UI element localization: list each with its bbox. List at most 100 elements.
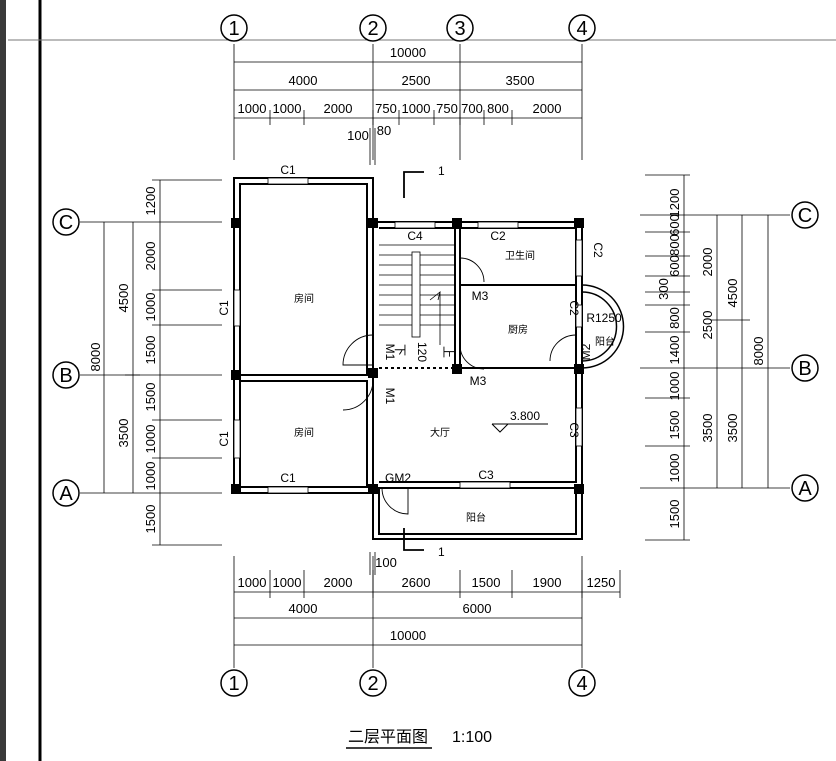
dim-top-seg2: 2500: [402, 73, 431, 88]
dim-bottom-seg1: 4000: [289, 601, 318, 616]
axis-bubble-b-right: B: [791, 354, 819, 382]
axis-label: 1: [228, 673, 239, 695]
dim-right-d2: 600: [667, 214, 682, 236]
dim-bottom-d2: 1000: [273, 575, 302, 590]
tag-c1-west-lower: C1: [217, 431, 231, 447]
windows: [233, 177, 583, 494]
tag-c1-west-upper: C1: [217, 300, 231, 316]
axis-label: 3: [454, 18, 465, 40]
scan-left-edge: [0, 0, 6, 761]
dim-top-d2: 1000: [273, 101, 302, 116]
dim-right-total: 8000: [751, 337, 766, 366]
dim-right-d8: 1000: [667, 372, 682, 401]
dim-top-seg3: 3500: [506, 73, 535, 88]
axis-bubble-c-right: C: [791, 201, 819, 229]
axis-label: C: [798, 205, 812, 227]
dimension-chain-right: [645, 174, 769, 541]
tag-c3-south: C3: [478, 468, 494, 482]
dim-top-d3: 2000: [324, 101, 353, 116]
dim-left-d6: 1000: [143, 425, 158, 454]
dim-left-total: 8000: [88, 343, 103, 372]
dim-top-total: 10000: [390, 45, 426, 60]
dim-bottom-d1: 1000: [238, 575, 267, 590]
dimension-chain-top: [234, 61, 582, 165]
stair-up-label: 上: [441, 346, 455, 358]
dim-top-wall-b: 80: [377, 123, 391, 138]
dim-right-d10: 1000: [667, 454, 682, 483]
dim-right-m3: 3500: [700, 414, 715, 443]
tag-m3-upper: M3: [472, 289, 489, 303]
tag-c4: C4: [407, 229, 423, 243]
dim-right-m1: 2000: [700, 248, 715, 277]
tag-c1-north: C1: [280, 163, 296, 177]
axis-bubble-a-left: A: [52, 479, 80, 507]
tag-m1-lower: M1: [383, 388, 397, 405]
dim-top-seg1: 4000: [289, 73, 318, 88]
dim-right-d11: 1500: [667, 500, 682, 529]
bay-balcony-arc: [581, 284, 625, 369]
dim-right-d4: 600: [667, 255, 682, 277]
axis-bubble-4-top: 4: [568, 14, 596, 42]
room-balcony: 阳台: [466, 511, 486, 524]
stair-width-label: 120: [415, 342, 429, 362]
axis-label: B: [59, 365, 72, 387]
dim-bottom-total: 10000: [390, 628, 426, 643]
axis-label: A: [798, 478, 812, 500]
axis-bubble-2-bottom: 2: [359, 669, 387, 697]
dim-top-d9: 2000: [533, 101, 562, 116]
tag-c2-east: C2: [591, 242, 605, 258]
dim-top-d1: 1000: [238, 101, 267, 116]
tag-arc-radius: R1250: [586, 311, 622, 325]
axis-grid-lines: [80, 44, 790, 668]
section-mark-top: 1: [438, 164, 445, 178]
doors: [342, 257, 577, 515]
drawing-scale: 1:100: [452, 729, 492, 746]
section-mark: [403, 171, 424, 551]
section-mark-bottom: 1: [438, 545, 445, 559]
tag-m3-lower: M3: [470, 374, 487, 388]
tag-gm2: GM2: [385, 471, 411, 485]
tag-c2-north: C2: [490, 229, 506, 243]
staircase: [379, 244, 455, 345]
dim-bottom-d4: 2600: [402, 575, 431, 590]
dim-right-d3: 800: [667, 234, 682, 256]
tag-c1-south: C1: [280, 471, 296, 485]
dim-right-s1: 4500: [725, 279, 740, 308]
axis-bubble-1-bottom: 1: [220, 669, 248, 697]
dim-right-m2: 2500: [700, 311, 715, 340]
dim-left-d3: 1000: [143, 293, 158, 322]
axis-label: 4: [576, 18, 587, 40]
tag-m1-upper: M1: [383, 344, 397, 361]
axis-bubble-4-bottom: 4: [568, 669, 596, 697]
axis-bubble-a-right: A: [791, 474, 819, 502]
axis-label: C: [59, 212, 73, 234]
axis-label: 2: [367, 18, 378, 40]
axis-bubble-3-top: 3: [446, 14, 474, 42]
dim-bottom-seg2: 6000: [463, 601, 492, 616]
dim-right-d6: 800: [667, 307, 682, 329]
room-bedroom-north: 房间: [294, 292, 314, 305]
dim-left-d7: 1000: [143, 462, 158, 491]
dim-bottom-d6: 1900: [533, 575, 562, 590]
tag-c2-kitchen: C2: [567, 300, 581, 316]
dim-left-d8: 1500: [143, 505, 158, 534]
dim-right-d7: 1400: [667, 336, 682, 365]
tag-m2: M2: [579, 343, 593, 360]
dim-right-d5: 300: [656, 278, 671, 300]
axis-bubble-1-top: 1: [220, 14, 248, 42]
dim-top-d7: 700: [461, 101, 483, 116]
dim-bottom-d5: 1500: [472, 575, 501, 590]
dim-top-d8: 800: [487, 101, 509, 116]
dim-left-seg1: 4500: [116, 284, 131, 313]
axis-bubble-c-left: C: [52, 208, 80, 236]
dim-left-d5: 1500: [143, 383, 158, 412]
elevation-value: 3.800: [510, 409, 540, 423]
axis-label: B: [798, 358, 811, 380]
dim-left-d2: 2000: [143, 242, 158, 271]
room-living: 大厅: [430, 426, 450, 439]
dim-left-d4: 1500: [143, 336, 158, 365]
axis-label: 2: [367, 673, 378, 695]
dim-top-wall-a: 100: [347, 128, 369, 143]
room-kitchen: 厨房: [508, 323, 528, 336]
